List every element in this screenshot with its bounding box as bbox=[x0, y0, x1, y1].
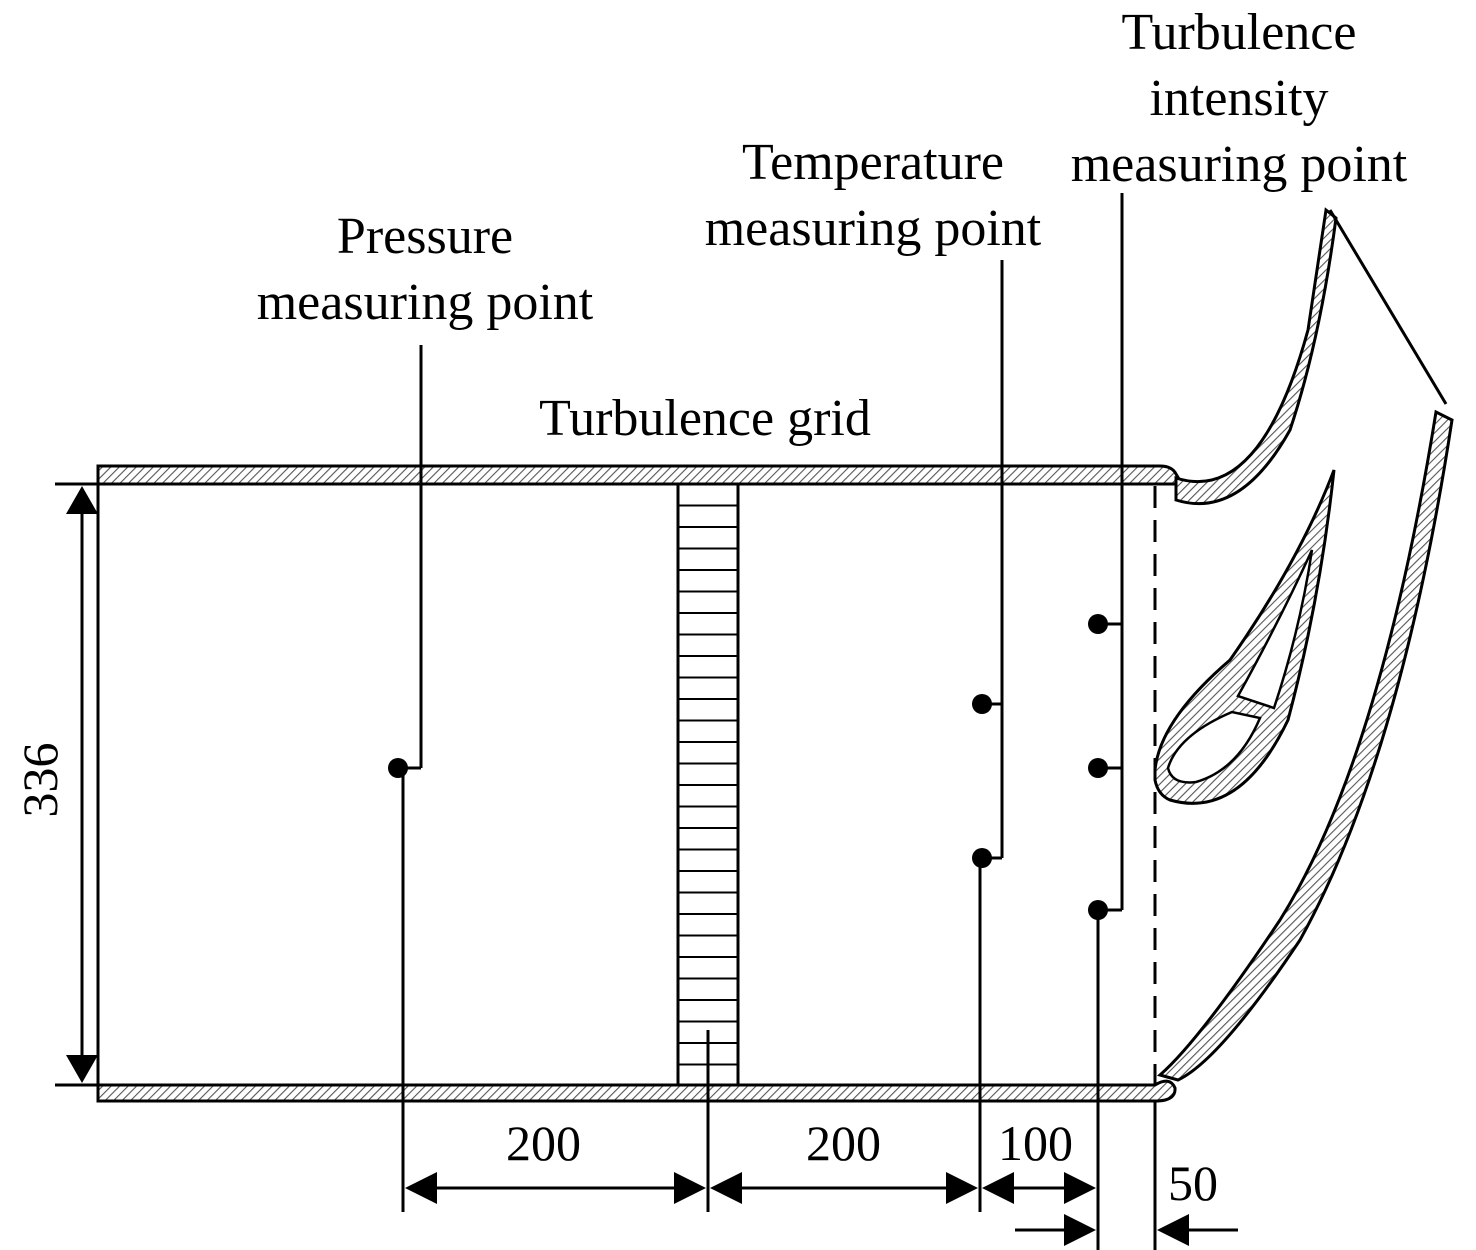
temperature-label: Temperature measuring point bbox=[688, 130, 1058, 262]
cascade-blades bbox=[1153, 207, 1454, 1082]
turbulence-point-dot-1 bbox=[1088, 614, 1108, 634]
duct-walls bbox=[96, 464, 1185, 1103]
height-dimension-label: 336 bbox=[12, 742, 68, 818]
turbulence-point-dot-3 bbox=[1088, 900, 1108, 920]
temperature-label-line1: Temperature bbox=[742, 134, 1004, 191]
temperature-probe bbox=[972, 260, 1004, 868]
height-arrow-top bbox=[66, 486, 98, 514]
turbulence-point-dot-2 bbox=[1088, 758, 1108, 778]
turbulence-grid bbox=[676, 482, 740, 1087]
pressure-label-line1: Pressure bbox=[336, 208, 514, 265]
temperature-point-dot-2 bbox=[972, 848, 992, 868]
turbulence-intensity-probe bbox=[1088, 193, 1124, 920]
turbulence-intensity-label-line2: intensity bbox=[1149, 70, 1329, 127]
turbulence-intensity-label: Turbulence intensity measuring point bbox=[1054, 0, 1424, 198]
turbulence-intensity-label-line1: Turbulence bbox=[1121, 4, 1357, 61]
dimension-label-2: 200 bbox=[806, 1115, 881, 1171]
upper-endwall bbox=[1174, 207, 1338, 506]
dimension-label-4: 50 bbox=[1168, 1155, 1218, 1211]
bottom-dimensions bbox=[401, 775, 1238, 1250]
dimension-label-3: 100 bbox=[998, 1115, 1073, 1171]
duct-top-wall bbox=[96, 464, 1185, 486]
height-arrow-bottom bbox=[66, 1055, 98, 1083]
temperature-point-dot-1 bbox=[972, 694, 992, 714]
duct-bottom-wall bbox=[96, 1079, 1177, 1103]
grid-label: Turbulence grid bbox=[539, 390, 871, 447]
pressure-point-dot bbox=[388, 758, 408, 778]
blade-cavity-rear bbox=[1236, 549, 1314, 710]
dimension-label-1: 200 bbox=[506, 1115, 581, 1171]
temperature-label-line2: measuring point bbox=[704, 200, 1042, 257]
pressure-label: Pressure measuring point bbox=[240, 204, 610, 336]
pressure-label-line2: measuring point bbox=[256, 274, 594, 331]
turbulence-intensity-label-line3: measuring point bbox=[1070, 136, 1408, 193]
height-dimension bbox=[55, 482, 98, 1087]
lower-endwall bbox=[1156, 409, 1454, 1082]
pressure-probe bbox=[388, 345, 423, 778]
blade-profile bbox=[1153, 469, 1336, 805]
blade-cavity-front bbox=[1166, 710, 1262, 784]
